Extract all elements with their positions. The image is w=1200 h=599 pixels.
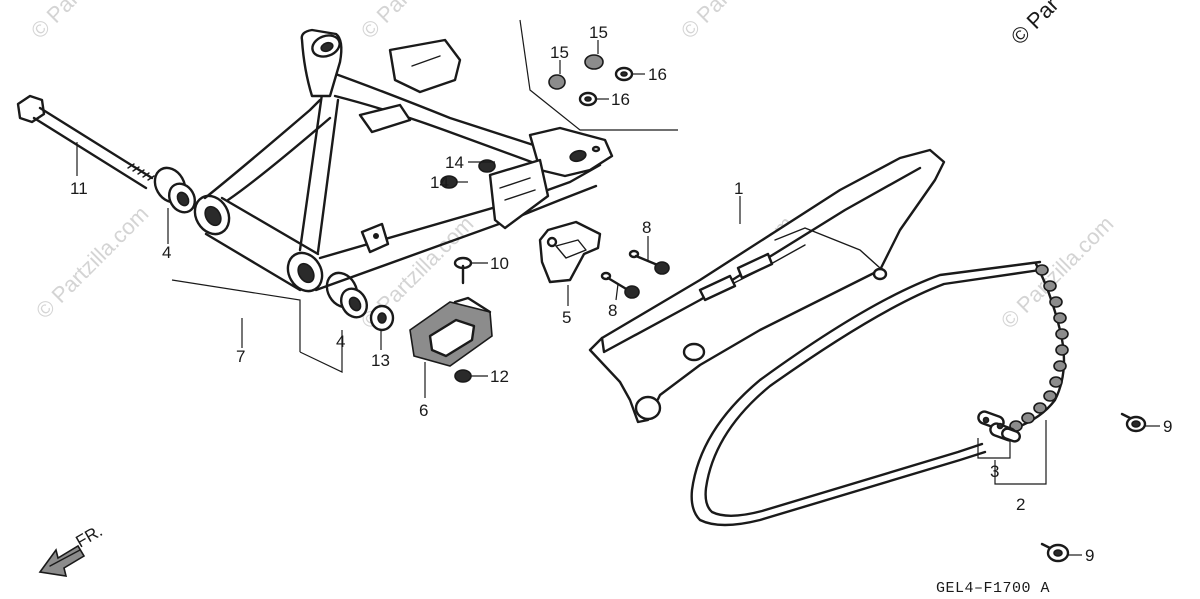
callout-14-upper: 14 xyxy=(445,153,464,172)
callout-2: 2 xyxy=(1016,495,1025,514)
callout-16-left: 16 xyxy=(611,90,630,109)
callout-8-lower: 8 xyxy=(608,301,617,320)
pivot-bolt[interactable] xyxy=(16,94,155,190)
case-bolt-9-upper[interactable] xyxy=(1120,412,1147,433)
chain-slider[interactable] xyxy=(409,296,493,367)
callout-4-front: 4 xyxy=(162,243,171,262)
callout-15-left: 15 xyxy=(550,43,569,62)
front-direction-arrow: FR. xyxy=(38,521,106,577)
callout-11: 11 xyxy=(70,179,88,198)
leader-lines xyxy=(76,40,1160,556)
case-bolt-lower[interactable] xyxy=(600,271,640,299)
callout-5: 5 xyxy=(562,308,571,327)
nut-15-right[interactable] xyxy=(584,54,604,70)
callout-10: 10 xyxy=(490,254,509,273)
chain-case[interactable] xyxy=(588,148,946,424)
drive-chain[interactable] xyxy=(690,260,1069,527)
callout-3: 3 xyxy=(990,462,999,481)
nut-14-upper[interactable] xyxy=(478,159,496,173)
callout-12: 12 xyxy=(490,367,509,386)
callout-8-upper: 8 xyxy=(642,218,651,237)
callout-13: 13 xyxy=(371,351,390,370)
watermark-1: © Partzilla.com xyxy=(26,0,149,44)
washer-16-right[interactable] xyxy=(614,66,634,82)
callout-9-lower: 9 xyxy=(1085,546,1094,565)
copyright-mark: © Par xyxy=(1006,0,1064,50)
callouts: 11 4 7 4 13 6 12 10 14 14 5 8 8 1 15 15 … xyxy=(70,23,1172,565)
callout-15-right: 15 xyxy=(589,23,608,42)
pivot-bushing-rear[interactable] xyxy=(321,267,372,322)
chain-links xyxy=(1009,264,1069,432)
callout-16-right: 16 xyxy=(648,65,667,84)
slider-bolt[interactable] xyxy=(453,256,473,285)
chain-case-bracket[interactable] xyxy=(538,220,602,284)
callout-4-rear: 4 xyxy=(336,332,345,351)
watermark-4: © Partzilla.com xyxy=(31,201,154,324)
slider-screw[interactable] xyxy=(454,369,472,383)
case-bolt-upper[interactable] xyxy=(628,249,670,275)
swingarm[interactable] xyxy=(188,28,614,297)
washer-16-left[interactable] xyxy=(578,91,598,107)
master-link[interactable] xyxy=(977,410,1021,443)
watermark-3: © Partzilla.com xyxy=(676,0,799,44)
callout-14-lower: 14 xyxy=(430,173,449,192)
watermark-2: © Partzilla.com xyxy=(356,0,479,44)
pivot-bushing-front[interactable] xyxy=(149,162,200,217)
case-bolt-9-lower[interactable] xyxy=(1040,542,1070,563)
callout-6: 6 xyxy=(419,401,428,420)
callout-1: 1 xyxy=(734,179,743,198)
callout-9-upper: 9 xyxy=(1163,417,1172,436)
callout-7: 7 xyxy=(236,347,245,366)
collar-nut[interactable] xyxy=(369,304,395,332)
diagram-code: GEL4–F1700 A xyxy=(936,580,1050,597)
nut-15-left[interactable] xyxy=(548,74,566,90)
